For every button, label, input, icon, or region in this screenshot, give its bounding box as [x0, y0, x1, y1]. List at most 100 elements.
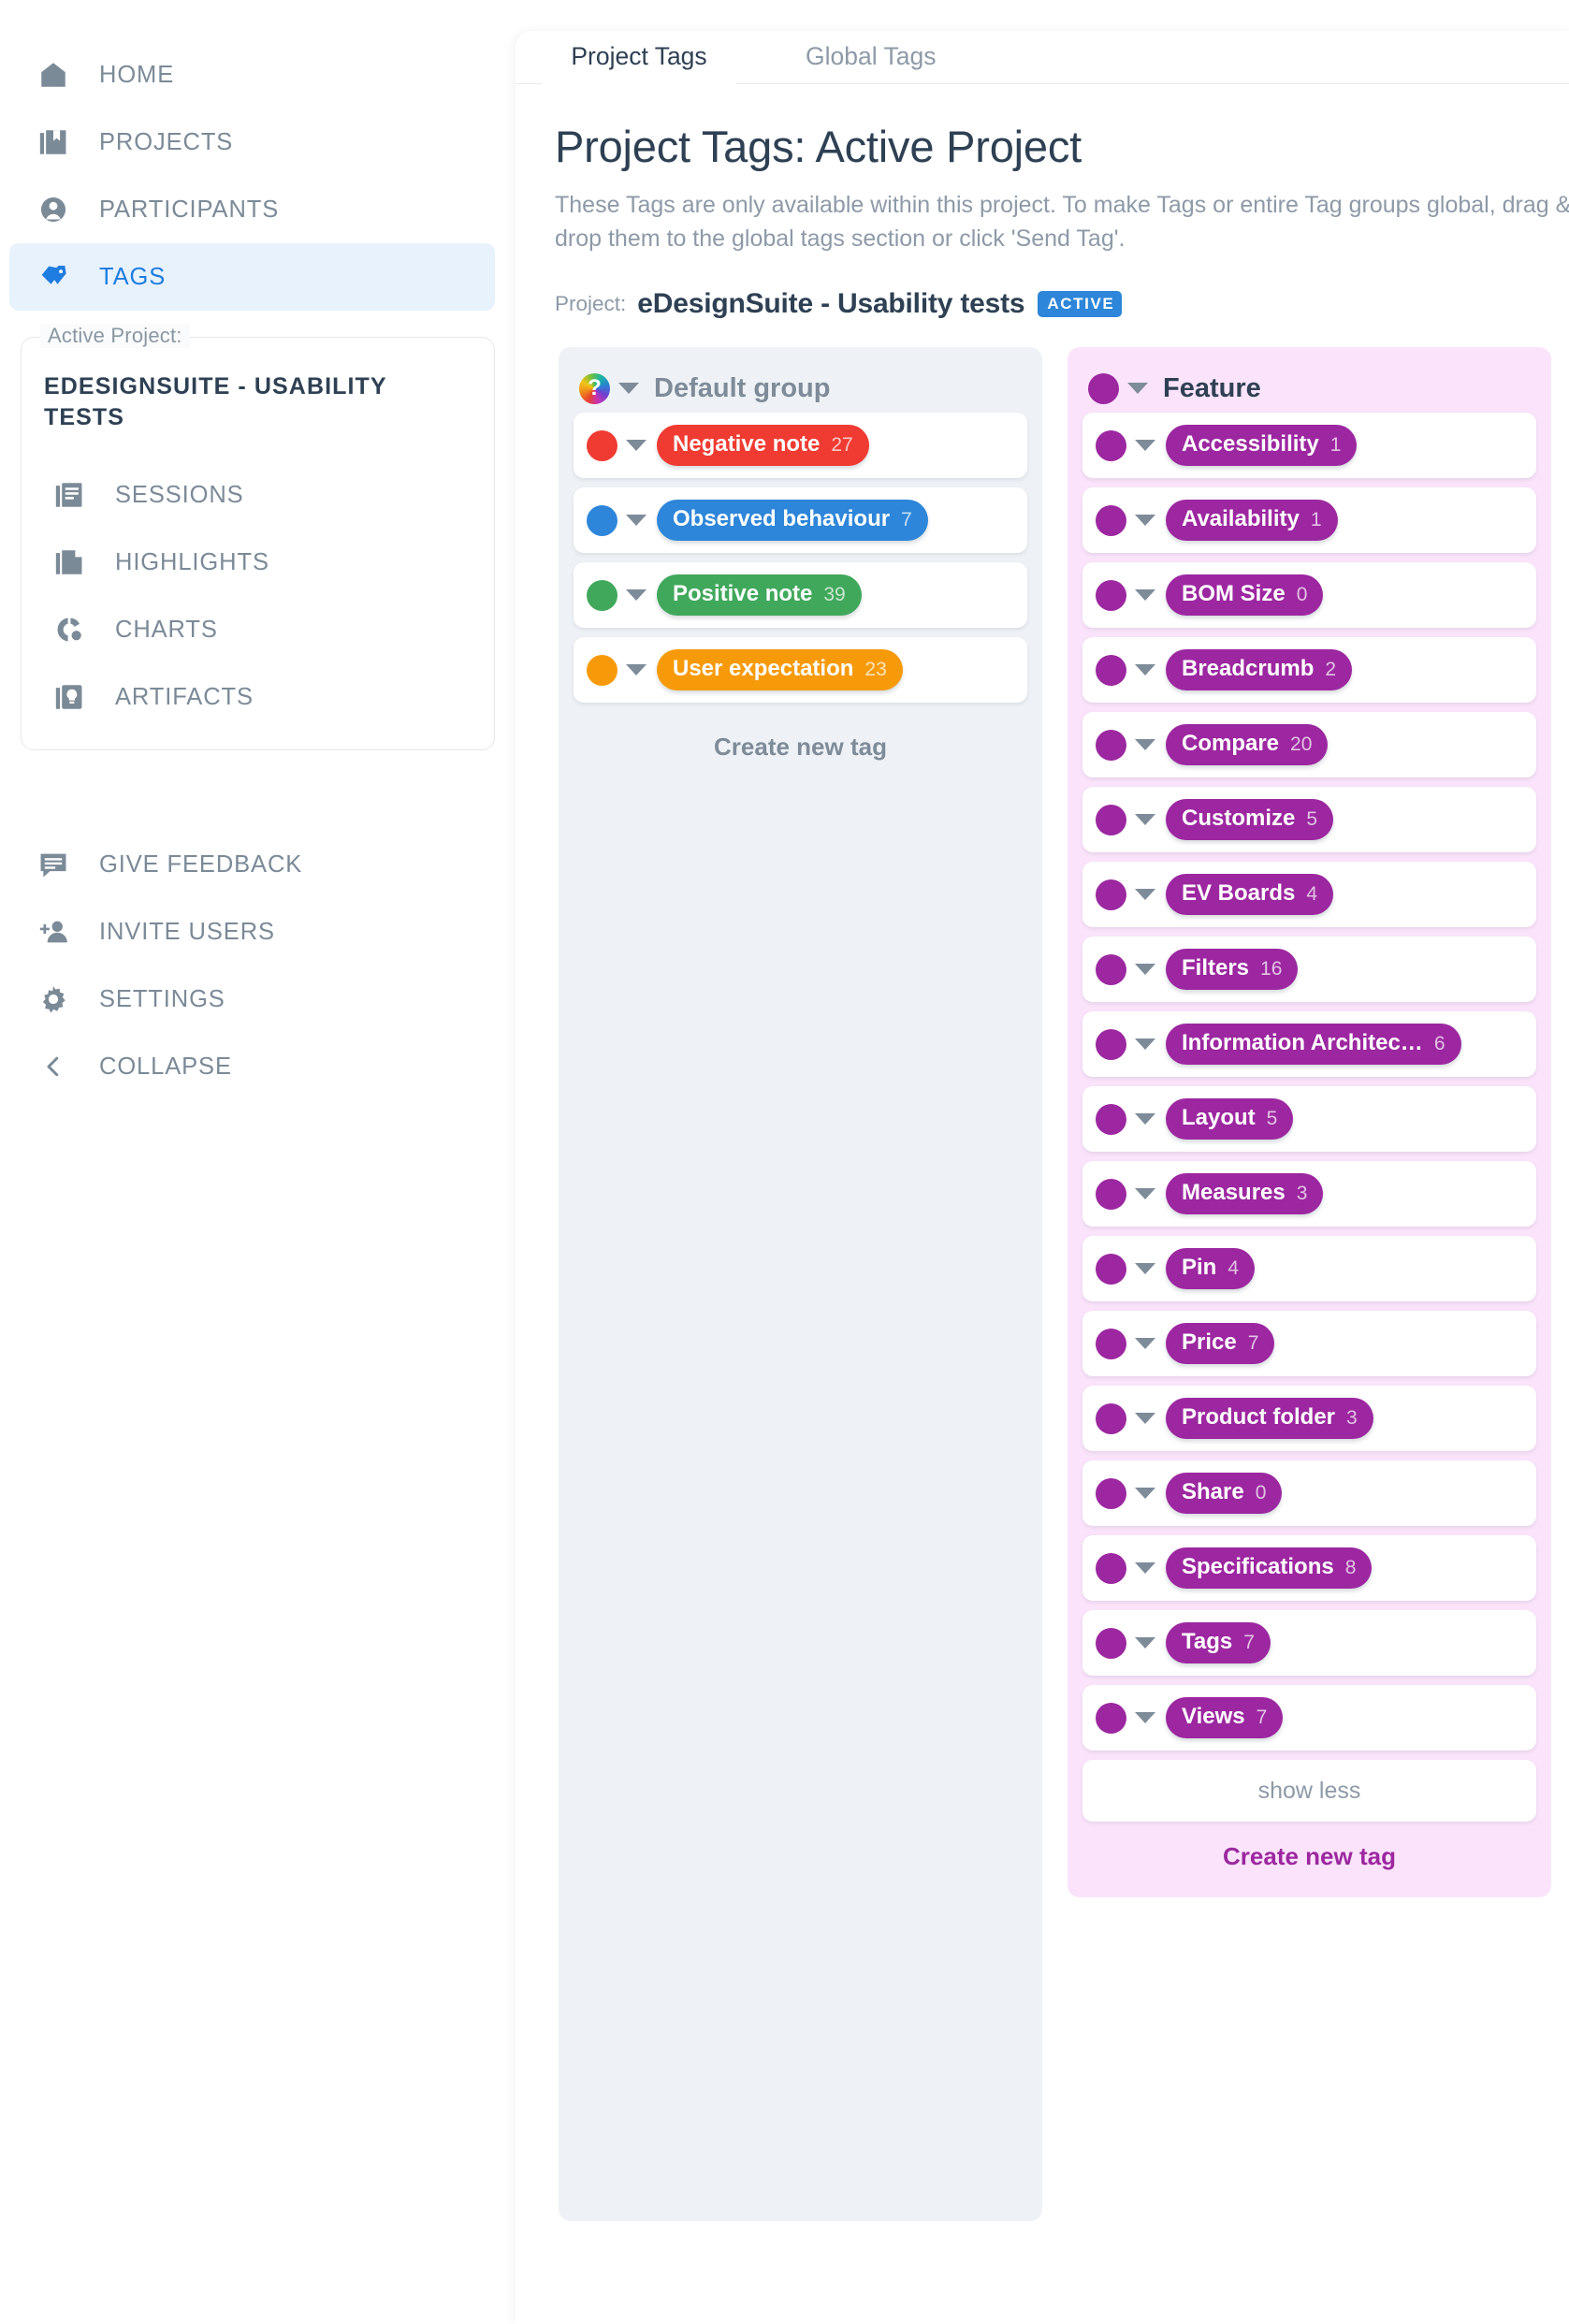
chevron-down-icon[interactable]: [1135, 1562, 1155, 1575]
sidebar-item-artifacts[interactable]: ARTIFACTS: [25, 663, 483, 731]
sidebar-item-tags[interactable]: TAGS: [9, 243, 495, 311]
color-swatch-icon[interactable]: [1096, 1477, 1126, 1509]
sidebar-item-highlights[interactable]: HIGHLIGHTS: [25, 529, 483, 596]
tab-project-tags[interactable]: Project Tags: [571, 42, 707, 70]
color-swatch-icon[interactable]: [1096, 1627, 1126, 1659]
chevron-down-icon[interactable]: [1135, 1188, 1155, 1200]
color-swatch-icon[interactable]: [1096, 654, 1126, 686]
chevron-down-icon[interactable]: [1135, 889, 1155, 901]
chevron-down-icon[interactable]: [626, 664, 646, 676]
chevron-down-icon[interactable]: [618, 383, 639, 395]
chevron-down-icon[interactable]: [1135, 739, 1155, 751]
tag-pill[interactable]: Information Architec…6: [1166, 1024, 1461, 1066]
chevron-down-icon[interactable]: [1135, 1263, 1155, 1275]
color-swatch-icon[interactable]: [587, 504, 617, 536]
color-swatch-icon[interactable]: [1096, 579, 1126, 611]
chevron-down-icon[interactable]: [1135, 814, 1155, 826]
sidebar-item-projects[interactable]: PROJECTS: [9, 109, 495, 176]
chevron-down-icon[interactable]: [1127, 383, 1148, 395]
chevron-down-icon[interactable]: [1135, 664, 1155, 676]
color-swatch-icon[interactable]: [1096, 1328, 1126, 1359]
color-swatch-icon[interactable]: [1096, 1178, 1126, 1210]
sidebar-item-give-feedback[interactable]: GIVE FEEDBACK: [9, 831, 495, 898]
sidebar-item-invite-users[interactable]: INVITE USERS: [9, 898, 495, 966]
chevron-down-icon[interactable]: [1135, 589, 1155, 602]
chevron-down-icon[interactable]: [1135, 964, 1155, 976]
sidebar-item-charts[interactable]: CHARTS: [25, 596, 483, 663]
chevron-down-icon[interactable]: [1135, 1637, 1155, 1649]
chevron-down-icon[interactable]: [1135, 515, 1155, 527]
chevron-down-icon[interactable]: [1135, 1338, 1155, 1350]
chevron-down-icon[interactable]: [1135, 1113, 1155, 1126]
sidebar-item-participants[interactable]: PARTICIPANTS: [9, 176, 495, 243]
rainbow-question-icon[interactable]: [579, 372, 610, 404]
color-swatch-icon[interactable]: [587, 654, 617, 686]
chevron-down-icon[interactable]: [1135, 440, 1155, 452]
color-swatch-icon[interactable]: [587, 579, 617, 611]
tab-global-tags[interactable]: Global Tags: [806, 42, 937, 70]
color-swatch-icon[interactable]: [1088, 372, 1119, 404]
chevron-down-icon[interactable]: [1135, 1488, 1155, 1500]
show-less-button[interactable]: show less: [1082, 1760, 1536, 1823]
chevron-down-icon[interactable]: [626, 589, 646, 602]
color-swatch-icon[interactable]: [1096, 504, 1126, 536]
create-new-tag-button[interactable]: Create new tag: [1223, 1842, 1396, 1871]
sidebar-item-sessions[interactable]: SESSIONS: [25, 461, 483, 529]
chevron-down-icon[interactable]: [626, 440, 646, 452]
chevron-down-icon[interactable]: [626, 515, 646, 527]
chevron-down-icon[interactable]: [1135, 1712, 1155, 1724]
color-swatch-icon[interactable]: [1096, 1402, 1126, 1434]
color-swatch-icon[interactable]: [1096, 1103, 1126, 1135]
color-swatch-icon[interactable]: [1096, 1253, 1126, 1285]
create-new-tag-button[interactable]: Create new tag: [714, 733, 887, 762]
color-swatch-icon[interactable]: [587, 429, 617, 461]
color-swatch-icon[interactable]: [1096, 804, 1126, 835]
color-swatch-icon[interactable]: [1096, 1028, 1126, 1060]
sidebar-item-settings[interactable]: SETTINGS: [9, 966, 495, 1033]
chevron-down-icon[interactable]: [1135, 1413, 1155, 1425]
color-swatch-icon[interactable]: [1096, 429, 1126, 461]
color-swatch-icon[interactable]: [1096, 879, 1126, 910]
tag-row[interactable]: Information Architec…6: [1082, 1011, 1536, 1078]
color-swatch-icon[interactable]: [1096, 1552, 1126, 1584]
